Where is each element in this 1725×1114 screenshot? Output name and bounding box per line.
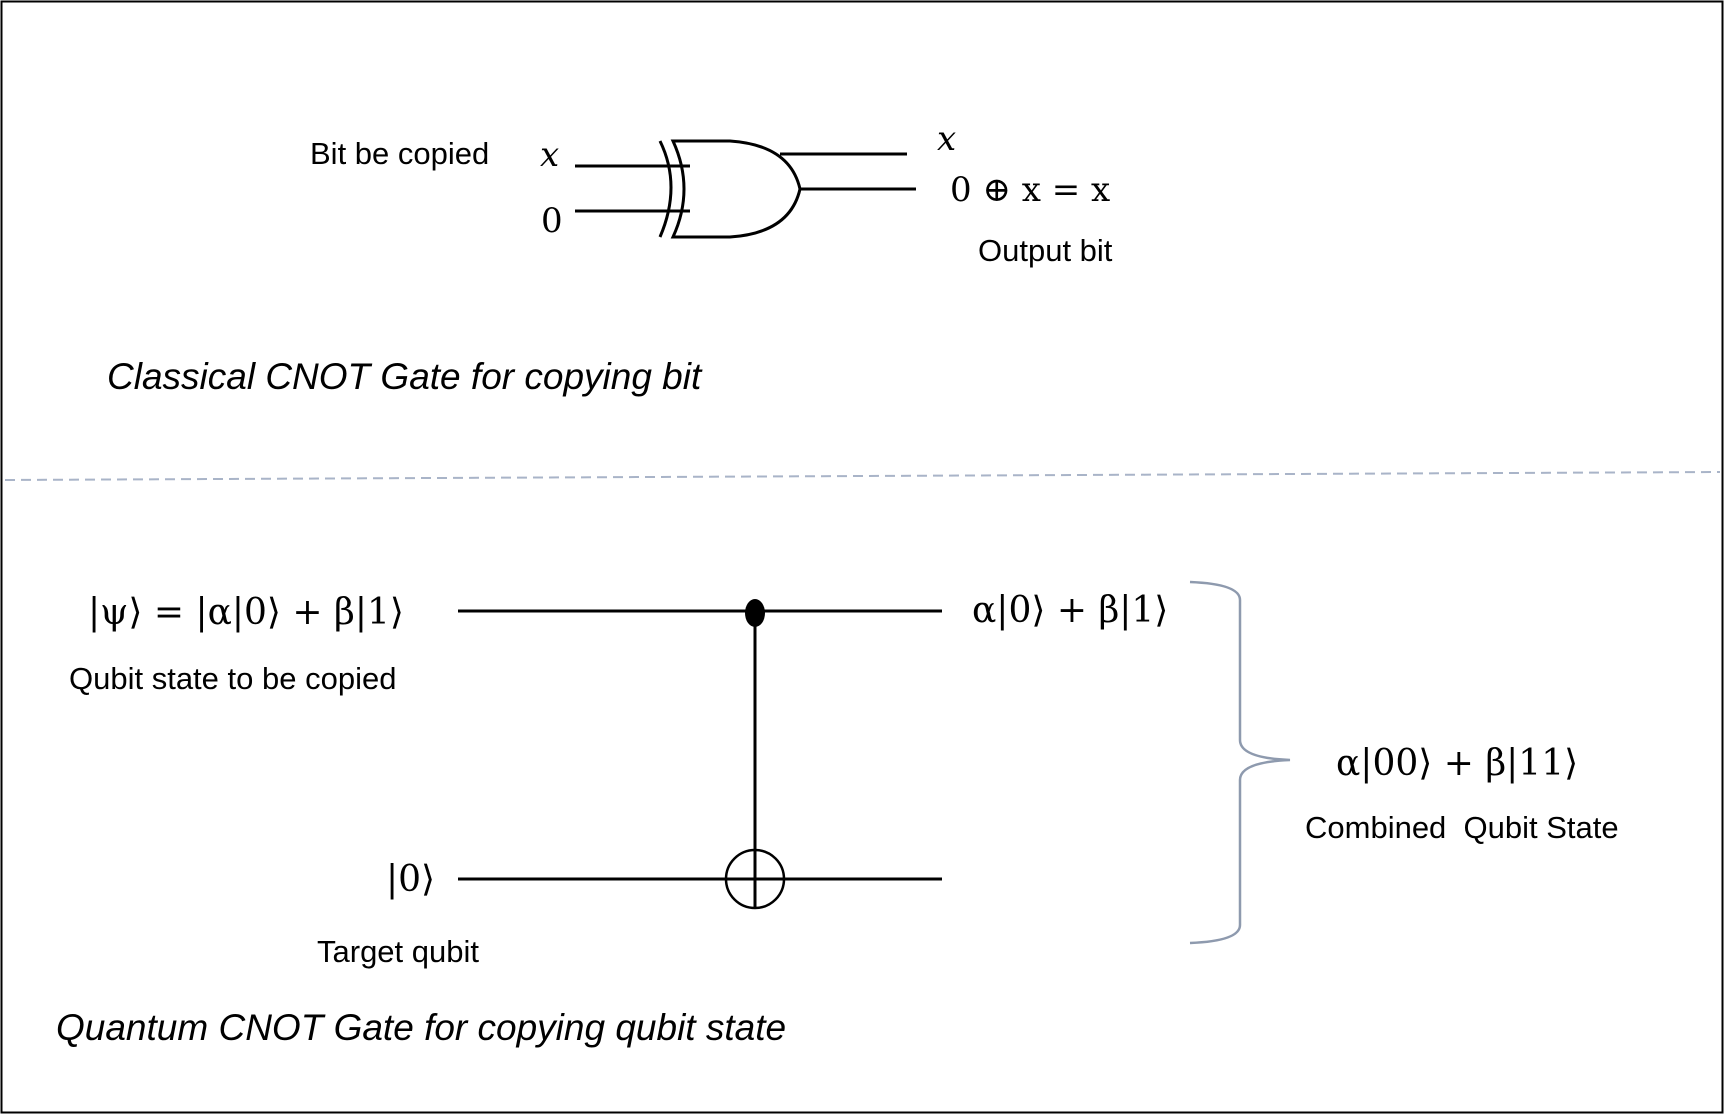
classical-caption: Classical CNOT Gate for copying bit xyxy=(107,356,703,397)
xor-gate xyxy=(658,139,802,239)
cnot-target-circle xyxy=(724,848,786,910)
cnot-control-dot xyxy=(745,599,765,627)
section-divider xyxy=(4,471,1721,481)
quantum-caption: Quantum CNOT Gate for copying qubit stat… xyxy=(56,1007,786,1048)
xor-body xyxy=(670,139,802,239)
classical-output-equation: 0 ⊕ x = x xyxy=(950,170,1110,210)
combining-brace xyxy=(1189,580,1291,945)
quantum-output-state: α|0⟩ + β|1⟩ xyxy=(972,590,1168,631)
classical-output-label: Output bit xyxy=(978,233,1113,268)
quantum-psi-state: |ψ⟩ = |α|0⟩ + β|1⟩ xyxy=(88,592,404,633)
quantum-psi-label: Qubit state to be copied xyxy=(69,661,396,696)
classical-section: Bit be copied x 0 x 0 ⊕ x = x Output bit… xyxy=(107,119,1113,397)
classical-input-x: x xyxy=(540,135,559,175)
classical-output-x: x xyxy=(937,119,956,159)
quantum-section: |ψ⟩ = |α|0⟩ + β|1⟩ Qubit state to be cop… xyxy=(56,580,1619,1048)
quantum-zero-ket: |0⟩ xyxy=(386,859,435,900)
quantum-target-label: Target qubit xyxy=(317,934,479,969)
classical-input-label: Bit be copied xyxy=(310,136,489,171)
quantum-combined-state: α|00⟩ + β|11⟩ xyxy=(1336,743,1578,784)
classical-input-zero: 0 xyxy=(541,201,563,241)
xor-extra-curve xyxy=(658,140,673,238)
quantum-combined-label: Combined Qubit State xyxy=(1305,810,1619,845)
